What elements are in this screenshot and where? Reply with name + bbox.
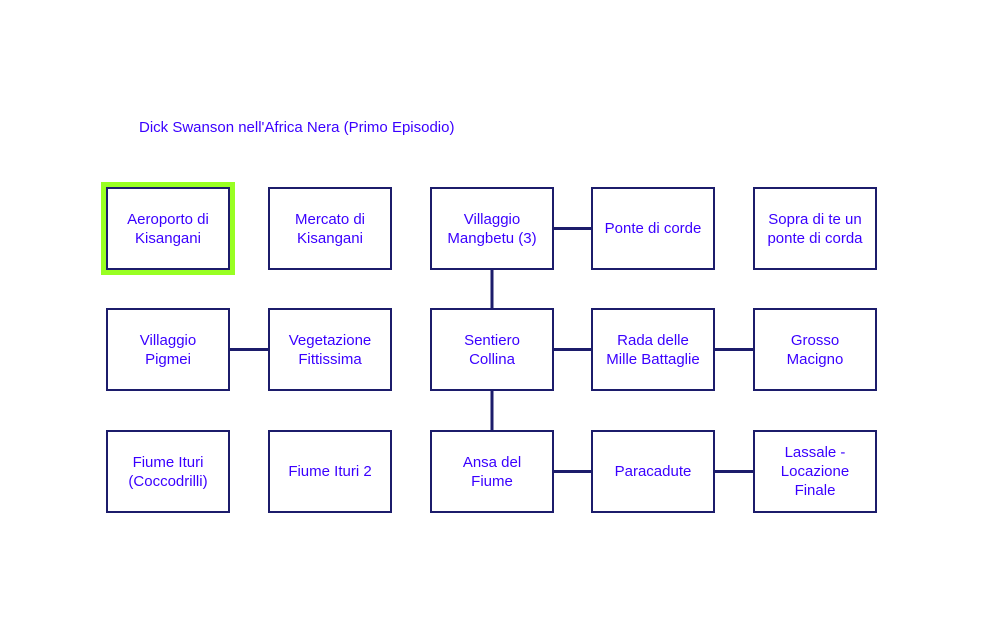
room-node[interactable]: Ponte di corde bbox=[591, 187, 715, 270]
room-node[interactable]: Ansa del Fiume bbox=[430, 430, 554, 513]
room-label: Lassale - Locazione Finale bbox=[780, 444, 850, 499]
room-label: Villaggio Mangbetu (3) bbox=[447, 210, 537, 247]
room-node[interactable]: Rada delle Mille Battaglie bbox=[591, 308, 715, 391]
room-label: Sentiero Collina bbox=[464, 331, 520, 368]
room-node[interactable]: Mercato di Kisangani bbox=[268, 187, 392, 270]
room-node[interactable]: Fiume Ituri 2 bbox=[268, 430, 392, 513]
room-node[interactable]: Sopra di te un ponte di corda bbox=[753, 187, 877, 270]
room-label: Mercato di Kisangani bbox=[294, 210, 366, 247]
room-label: Vegetazione Fittissima bbox=[288, 331, 372, 368]
room-node[interactable]: Vegetazione Fittissima bbox=[268, 308, 392, 391]
room-node[interactable]: Villaggio Mangbetu (3) bbox=[430, 187, 554, 270]
room-label: Rada delle Mille Battaglie bbox=[606, 331, 700, 368]
room-node[interactable]: Grosso Macigno bbox=[753, 308, 877, 391]
room-label: Grosso Macigno bbox=[786, 331, 844, 368]
room-node[interactable]: Fiume Ituri (Coccodrilli) bbox=[106, 430, 230, 513]
room-node[interactable]: Sentiero Collina bbox=[430, 308, 554, 391]
room-label: Villaggio Pigmei bbox=[139, 331, 197, 368]
room-node[interactable]: Lassale - Locazione Finale bbox=[753, 430, 877, 513]
room-node[interactable]: Aeroporto di Kisangani bbox=[101, 182, 235, 275]
room-label: Paracadute bbox=[614, 463, 692, 480]
room-label: Sopra di te un ponte di corda bbox=[767, 210, 863, 247]
room-label: Ponte di corde bbox=[604, 220, 702, 237]
room-label: Aeroporto di Kisangani bbox=[127, 210, 209, 247]
map-title: Dick Swanson nell'Africa Nera (Primo Epi… bbox=[139, 119, 455, 136]
room-label: Fiume Ituri (Coccodrilli) bbox=[128, 453, 208, 490]
room-label: Fiume Ituri 2 bbox=[288, 463, 372, 480]
room-node[interactable]: Paracadute bbox=[591, 430, 715, 513]
room-node[interactable]: Villaggio Pigmei bbox=[106, 308, 230, 391]
room-label: Ansa del Fiume bbox=[462, 453, 522, 490]
